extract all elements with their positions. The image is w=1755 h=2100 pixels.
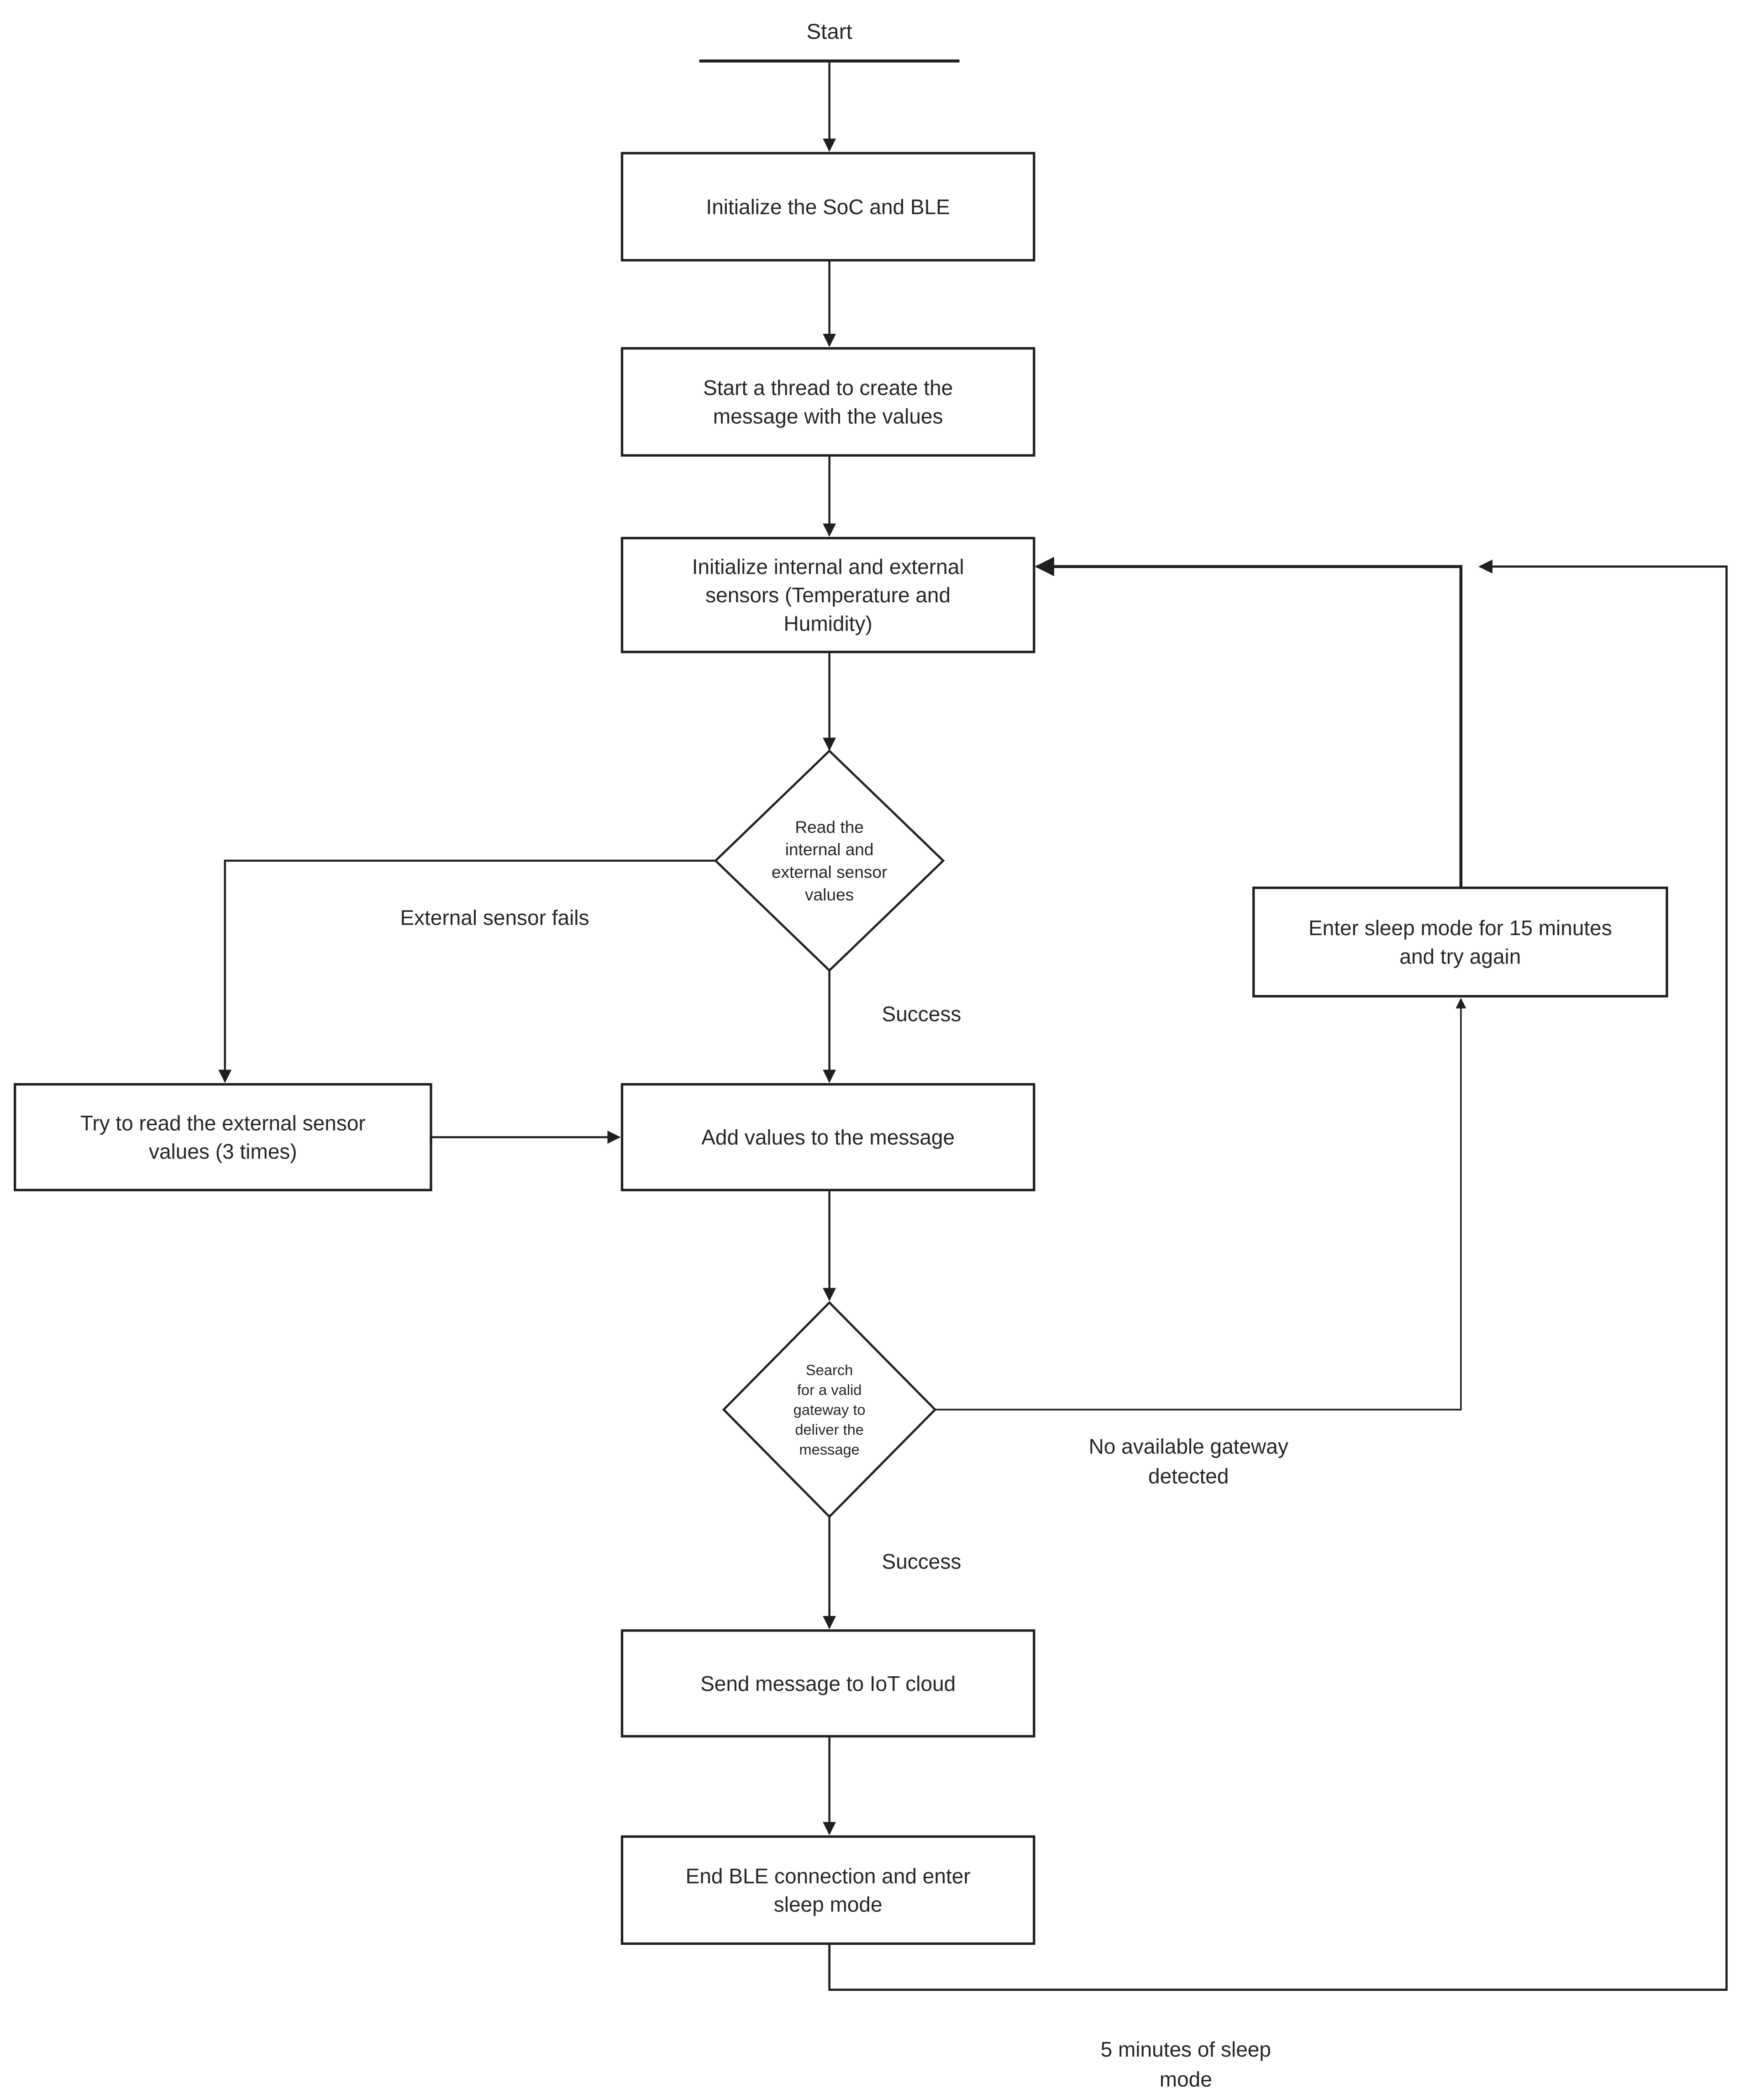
label-success-read: Success	[882, 1002, 962, 1026]
diamond-search-gateway-label: Search for a valid gateway to deliver the me…	[793, 1362, 866, 1458]
edge-search-to-sleep-no-gateway	[935, 998, 1466, 1411]
edge-end-to-sensors-5min-loop	[828, 559, 1728, 1991]
label-external-sensor-fails: External sensor fails	[400, 906, 589, 930]
box-enter-sleep-15min-line-0: Enter sleep mode for 15 minutes	[1308, 916, 1612, 940]
box-initialize-sensors-shape	[620, 537, 1035, 653]
edge-sleep-to-sensors-retry	[1035, 557, 1463, 888]
diamond-search-gateway-line-0: Search	[806, 1362, 853, 1379]
label-no-available-gateway-line-0: No available gateway	[1089, 1434, 1288, 1458]
box-send-message-shape	[620, 1629, 1035, 1738]
box-try-read-external: Try to read the external sensor values (3…	[13, 1083, 432, 1191]
box-enter-sleep-15min-line-1: and try again	[1399, 944, 1521, 968]
label-5-minutes-sleep-line-1: mode	[1160, 2068, 1212, 2091]
box-try-read-external-label: Try to read the external sensor values (3…	[80, 1111, 366, 1163]
box-enter-sleep-15min: Enter sleep mode for 15 minutes and try a…	[1252, 886, 1668, 998]
diamond-read-sensors-line-0: Read the	[795, 817, 864, 837]
box-initialize-soc-ble-line-0: Initialize the SoC and BLE	[706, 195, 950, 219]
box-add-values: Add values to the message	[620, 1083, 1035, 1191]
diamond-read-sensors-shape	[714, 749, 945, 972]
diamond-search-gateway-line-1: for a valid	[797, 1381, 862, 1398]
start-label-label: Start	[806, 20, 852, 44]
box-start-thread-shape	[620, 347, 1035, 457]
box-add-values-shape	[620, 1083, 1035, 1191]
label-success-read-label: Success	[882, 1002, 962, 1026]
label-5-minutes-sleep-label: 5 minutes of sleep mode	[1101, 2037, 1271, 2091]
label-no-available-gateway-label: No available gateway detected	[1089, 1434, 1288, 1488]
box-initialize-sensors-line-0: Initialize internal and external	[692, 555, 964, 579]
box-try-read-external-shape	[13, 1083, 432, 1191]
label-5-minutes-sleep: 5 minutes of sleep mode	[1101, 2037, 1271, 2091]
box-initialize-sensors-line-2: Humidity)	[784, 612, 872, 636]
label-success-search-label: Success	[882, 1550, 962, 1574]
box-try-read-external-line-1: values (3 times)	[149, 1140, 297, 1163]
diamond-search-gateway: Search for a valid gateway to deliver the me…	[722, 1301, 937, 1518]
diamond-read-sensors: Read the internal and external sensor value…	[714, 749, 945, 972]
label-external-sensor-fails-label: External sensor fails	[400, 906, 589, 930]
box-start-thread-label: Start a thread to create the message with…	[703, 376, 953, 428]
label-no-available-gateway-line-1: detected	[1148, 1464, 1229, 1488]
box-initialize-soc-ble-shape	[620, 152, 1035, 262]
edge-read-to-try-fail	[218, 859, 716, 1083]
box-add-values-line-0: Add values to the message	[701, 1126, 955, 1149]
box-initialize-sensors: Initialize internal and external sensors …	[620, 537, 1035, 653]
box-send-message-line-0: Send message to IoT cloud	[700, 1672, 956, 1695]
box-end-ble-line-1: sleep mode	[774, 1893, 883, 1916]
diamond-read-sensors-line-2: external sensor	[772, 863, 888, 882]
box-try-read-external-line-0: Try to read the external sensor	[80, 1111, 366, 1135]
label-no-available-gateway: No available gateway detected	[1089, 1434, 1288, 1488]
diamond-read-sensors-line-1: internal and	[785, 840, 874, 859]
box-start-thread: Start a thread to create the message with…	[620, 347, 1035, 457]
diamond-search-gateway-line-4: message	[799, 1441, 859, 1458]
box-send-message: Send message to IoT cloud	[620, 1629, 1035, 1738]
box-enter-sleep-15min-shape	[1252, 886, 1668, 998]
label-success-search-line-0: Success	[882, 1550, 962, 1574]
box-end-ble: End BLE connection and enter sleep mode	[620, 1835, 1035, 1945]
start-label-line-0: Start	[806, 20, 852, 44]
label-success-search: Success	[882, 1550, 962, 1574]
box-send-message-label: Send message to IoT cloud	[700, 1672, 956, 1695]
box-initialize-soc-ble-label: Initialize the SoC and BLE	[706, 195, 950, 219]
box-start-thread-line-1: message with the values	[713, 404, 943, 428]
diamond-search-gateway-shape	[722, 1301, 937, 1518]
box-enter-sleep-15min-label: Enter sleep mode for 15 minutes and try a…	[1308, 916, 1612, 968]
diamond-search-gateway-line-3: deliver the	[795, 1421, 864, 1438]
box-end-ble-shape	[620, 1835, 1035, 1945]
label-external-sensor-fails-line-0: External sensor fails	[400, 906, 589, 930]
box-end-ble-label: End BLE connection and enter sleep mode	[686, 1864, 971, 1916]
label-5-minutes-sleep-line-0: 5 minutes of sleep	[1101, 2037, 1271, 2061]
diamond-read-sensors-line-3: values	[805, 885, 854, 904]
box-end-ble-line-0: End BLE connection and enter	[686, 1864, 971, 1888]
box-add-values-label: Add values to the message	[701, 1126, 955, 1149]
box-initialize-sensors-label: Initialize internal and external sensors …	[692, 555, 964, 636]
diamond-read-sensors-label: Read the internal and external sensor value…	[772, 817, 888, 904]
box-initialize-sensors-line-1: sensors (Temperature and	[705, 583, 951, 607]
diamond-search-gateway-line-2: gateway to	[793, 1401, 866, 1418]
start-label: Start	[806, 20, 852, 44]
box-start-thread-line-0: Start a thread to create the	[703, 376, 953, 400]
label-success-read-line-0: Success	[882, 1002, 962, 1026]
box-initialize-soc-ble: Initialize the SoC and BLE	[620, 152, 1035, 262]
